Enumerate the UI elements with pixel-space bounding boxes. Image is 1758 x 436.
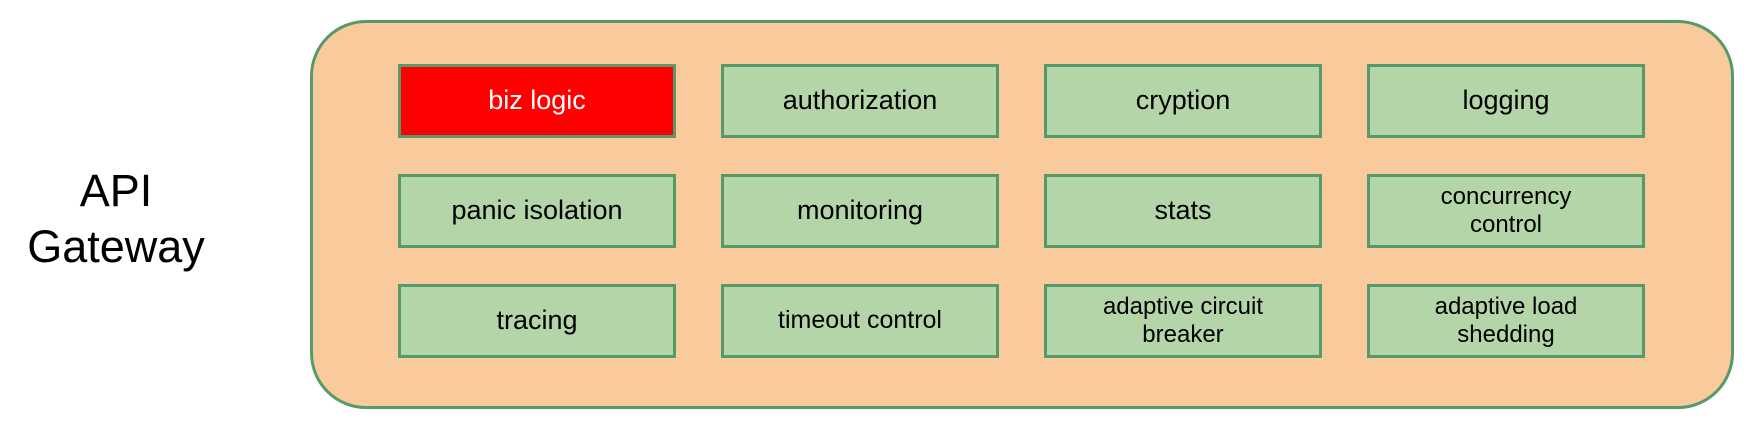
api-gateway-container: biz logic authorization cryption logging… [310,20,1734,409]
box-adaptive-load-shedding: adaptive load shedding [1367,284,1645,358]
box-adaptive-circuit-breaker: adaptive circuit breaker [1044,284,1322,358]
api-gateway-label: API Gateway [10,163,222,275]
box-monitoring: monitoring [721,174,999,248]
box-tracing: tracing [398,284,676,358]
box-cryption: cryption [1044,64,1322,138]
box-logging: logging [1367,64,1645,138]
api-gateway-label-line1: API [79,165,153,216]
box-stats: stats [1044,174,1322,248]
api-gateway-label-line2: Gateway [27,221,205,272]
box-timeout-control: timeout control [721,284,999,358]
box-authorization: authorization [721,64,999,138]
box-panic-isolation: panic isolation [398,174,676,248]
box-concurrency-control: concurrency control [1367,174,1645,248]
box-biz-logic: biz logic [398,64,676,138]
feature-grid: biz logic authorization cryption logging… [398,64,1645,358]
